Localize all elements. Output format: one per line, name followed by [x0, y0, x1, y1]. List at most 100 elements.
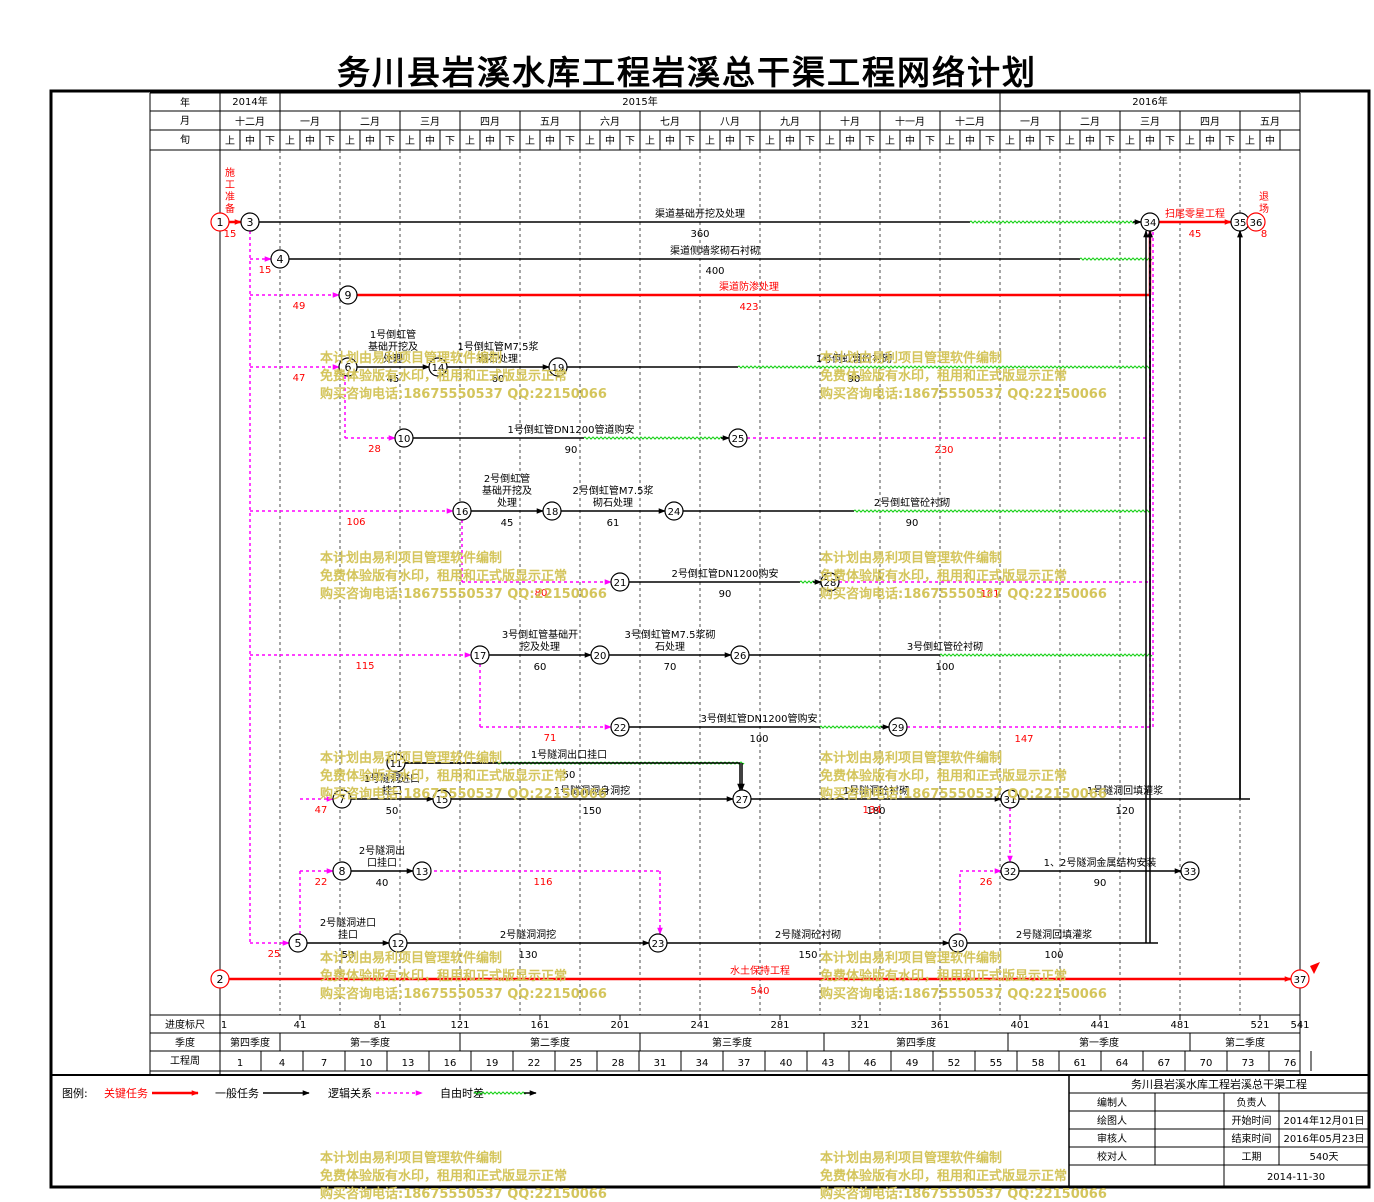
node-label: 6 [345, 361, 352, 374]
xun-label: 中 [1025, 134, 1035, 147]
ruler-label: 41 [294, 1020, 307, 1031]
activity-duration: 15 [224, 229, 237, 240]
node-circle [664, 501, 684, 521]
activity-duration: 100 [935, 662, 954, 673]
activity-name: 1号隧洞进口 [364, 772, 420, 785]
node-circle [1246, 212, 1266, 232]
watermark-text: 本计划由易利项目管理软件编制 [820, 1150, 1002, 1166]
node-label: 13 [416, 867, 429, 878]
month-label: 八月 [720, 116, 740, 128]
xun-label: 下 [685, 136, 695, 147]
watermark-text: 本计划由易利项目管理软件编制 [320, 350, 502, 366]
node-label: 19 [552, 363, 565, 374]
watermark-text: 免费体验版有水印，租用和正式版显示正常 [320, 568, 567, 584]
watermark-text: 免费体验版有水印，租用和正式版显示正常 [820, 368, 1067, 384]
node-circle [548, 357, 568, 377]
info-label: 绘图人 [1097, 1114, 1127, 1127]
node-circle [1000, 861, 1020, 881]
info-label: 开始时间 [1232, 1114, 1272, 1127]
week-label: 37 [738, 1058, 751, 1069]
node-circle [728, 428, 748, 448]
info-label: 校对人 [1097, 1150, 1127, 1163]
xun-label: 中 [605, 134, 615, 147]
activity-name: 水土保持工程 [730, 964, 790, 977]
xun-label: 下 [745, 136, 755, 147]
free-float-wave [853, 509, 1151, 513]
node-label: 11 [390, 759, 403, 770]
watermark-text: 免费体验版有水印，租用和正式版显示正常 [820, 768, 1067, 784]
free-float-wave [799, 580, 817, 584]
activity-duration: 90 [719, 589, 732, 600]
float-label: 28 [368, 444, 381, 455]
free-float-wave [819, 725, 885, 729]
xun-label: 中 [485, 134, 495, 147]
week-label: 52 [948, 1058, 961, 1069]
week-label: 19 [486, 1058, 499, 1069]
activity-name: 1号倒虹管M7.5浆 [458, 340, 539, 353]
activity-duration: 120 [1115, 806, 1134, 817]
legend-title: 图例: [62, 1086, 88, 1100]
xun-label: 上 [885, 135, 895, 147]
activity-duration: 90 [1094, 878, 1107, 889]
activity-duration: 50 [563, 770, 576, 781]
ruler-label: 361 [930, 1020, 949, 1031]
float-label: 115 [355, 661, 374, 672]
activity-name: 渠道侧墙浆砌石衬砌 [670, 244, 760, 257]
xun-label: 下 [805, 136, 815, 147]
activity-name: 1号倒虹管DN1200管道购安 [508, 423, 635, 436]
node-label: 26 [734, 651, 747, 662]
activity-name: 2号隧洞砼衬砌 [775, 928, 841, 941]
xun-label: 中 [365, 134, 375, 147]
node-circle [332, 861, 352, 881]
node-circle [1140, 212, 1160, 232]
node-circle [412, 861, 432, 881]
activity-duration: 150 [582, 806, 601, 817]
month-label: 一月 [1020, 116, 1040, 128]
xun-label: 下 [1225, 136, 1235, 147]
float-duration: 230 [934, 445, 953, 456]
xun-label: 中 [905, 134, 915, 147]
xun-label: 上 [1065, 135, 1075, 147]
node-label: 12 [392, 939, 405, 950]
activity-name: 处理 [497, 497, 517, 509]
month-label: 二月 [360, 116, 380, 128]
info-project: 务川县岩溪水库工程岩溪总干渠工程 [1131, 1077, 1307, 1091]
node-label: 8 [339, 865, 346, 878]
activity-name: 准 [225, 191, 235, 203]
week-label: 76 [1284, 1058, 1297, 1069]
xun-label: 上 [945, 135, 955, 147]
info-label: 负责人 [1237, 1096, 1267, 1109]
week-label: 70 [1200, 1058, 1213, 1069]
quarter-label: 第二季度 [530, 1036, 570, 1049]
info-date: 2014-11-30 [1267, 1172, 1325, 1183]
page-title: 务川县岩溪水库工程岩溪总干渠工程网络计划 [337, 53, 1037, 92]
year-label: 2016年 [1132, 95, 1167, 108]
ruler-label: 121 [450, 1020, 469, 1031]
week-label: 1 [237, 1058, 243, 1069]
node-label: 30 [952, 939, 965, 950]
activity-name: 挂口 [382, 784, 402, 797]
node-circle [210, 212, 230, 232]
node-circle [610, 717, 630, 737]
watermark-text: 购买咨询电话:18675550537 QQ:22150066 [320, 986, 607, 1002]
xun-label: 上 [585, 135, 595, 147]
xun-label: 下 [445, 136, 455, 147]
free-float-wave [473, 1091, 527, 1095]
year-label: 2014年 [232, 95, 267, 108]
xun-label: 上 [405, 135, 415, 147]
quarter-label: 第二季度 [1225, 1036, 1265, 1049]
float-label: 71 [544, 733, 557, 744]
node-label: 32 [1004, 867, 1017, 878]
watermark-text: 本计划由易利项目管理软件编制 [820, 750, 1002, 766]
activity-name: 处理 [383, 353, 403, 365]
xun-label: 下 [865, 136, 875, 147]
node-label: 31 [1004, 795, 1017, 806]
footer-row-label: 季度 [175, 1036, 195, 1049]
node-circle [648, 933, 668, 953]
week-label: 7 [321, 1058, 327, 1069]
xun-label: 中 [785, 134, 795, 147]
xun-label: 中 [305, 134, 315, 147]
node-label: 4 [277, 253, 284, 266]
node-circle [394, 428, 414, 448]
xun-label: 中 [545, 134, 555, 147]
